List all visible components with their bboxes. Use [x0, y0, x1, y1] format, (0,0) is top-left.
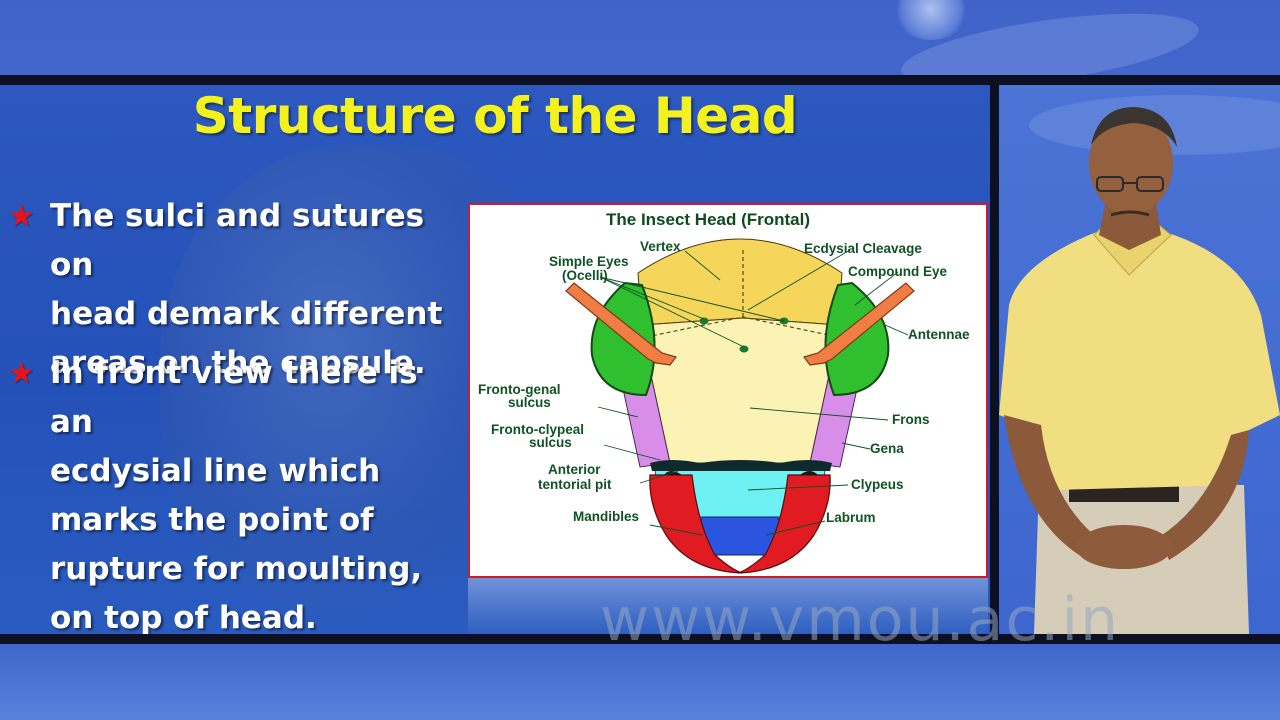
diagram-reflection	[468, 578, 988, 634]
top-frame-bar	[0, 75, 1280, 85]
ocellus-left	[699, 317, 709, 325]
label-labrum: Labrum	[826, 510, 876, 525]
fronto-clypeal-sulcus	[650, 460, 832, 471]
presenter-shirt	[999, 220, 1280, 490]
presenter-arm-left	[1004, 415, 1094, 555]
website-watermark: www.vmou.ac.in	[600, 585, 1121, 655]
bottom-background-band	[0, 644, 1280, 720]
presenter-figure	[999, 95, 1280, 634]
label-compound-eye: Compound Eye	[848, 264, 947, 279]
slide-title: Structure of the Head	[192, 87, 798, 145]
label-fronto-clypeal-sulcus: sulcus	[529, 435, 572, 450]
mandible-right	[737, 474, 831, 574]
bullet-item-2: ★ In front view there is an ecdysial lin…	[8, 349, 468, 634]
ocellus-median	[739, 345, 749, 353]
tentorial-pit-right	[800, 471, 818, 475]
label-leader-lines	[597, 249, 909, 536]
bullet-item-1: ★ The sulci and sutures on head demark d…	[8, 192, 468, 388]
label-simple-eyes: Simple Eyes	[549, 254, 629, 269]
antenna-left	[565, 282, 678, 366]
bullet-text: The sulci and sutures on head demark dif…	[50, 198, 443, 381]
label-vertex: Vertex	[640, 239, 681, 254]
label-anterior: Anterior	[548, 462, 601, 477]
bullet-text: In front view there is an ecdysial line …	[50, 355, 423, 634]
insect-head-diagram: The Insect Head (Frontal) Vertex Ecdysia…	[468, 203, 988, 578]
label-fronto-genal-sulcus: sulcus	[508, 395, 551, 410]
lecture-slide: Structure of the Head ★ The sulci and su…	[0, 85, 990, 634]
label-antennae: Antennae	[908, 327, 970, 342]
label-clypeus: Clypeus	[851, 477, 904, 492]
presenter-head	[1089, 111, 1173, 215]
red-star-icon: ★	[8, 356, 35, 391]
label-fronto-clypeal: Fronto-clypeal	[491, 422, 584, 437]
presenter-hair	[1091, 107, 1177, 147]
background-light-orb	[892, 0, 970, 40]
label-gena: Gena	[870, 441, 904, 456]
bottom-frame-bar	[0, 634, 1280, 644]
presenter-video-panel	[999, 85, 1280, 634]
frons-region	[641, 317, 839, 464]
label-ecdysial-cleavage: Ecdysial Cleavage	[804, 241, 922, 256]
diagram-title: The Insect Head (Frontal)	[606, 210, 810, 229]
panel-divider	[990, 85, 999, 634]
label-ocelli: (Ocelli)	[562, 268, 608, 283]
label-mandibles: Mandibles	[573, 509, 639, 524]
insect-head-illustration: The Insect Head (Frontal) Vertex Ecdysia…	[478, 210, 970, 574]
red-star-icon: ★	[8, 199, 35, 234]
presenter-arm-right	[1159, 430, 1249, 560]
label-tentorial-pit: tentorial pit	[538, 477, 612, 492]
presenter-hands	[1076, 525, 1172, 569]
antenna-right	[802, 282, 915, 366]
label-frons: Frons	[892, 412, 930, 427]
presenter-moustache	[1110, 210, 1150, 217]
label-fronto-genal: Fronto-genal	[478, 382, 561, 397]
